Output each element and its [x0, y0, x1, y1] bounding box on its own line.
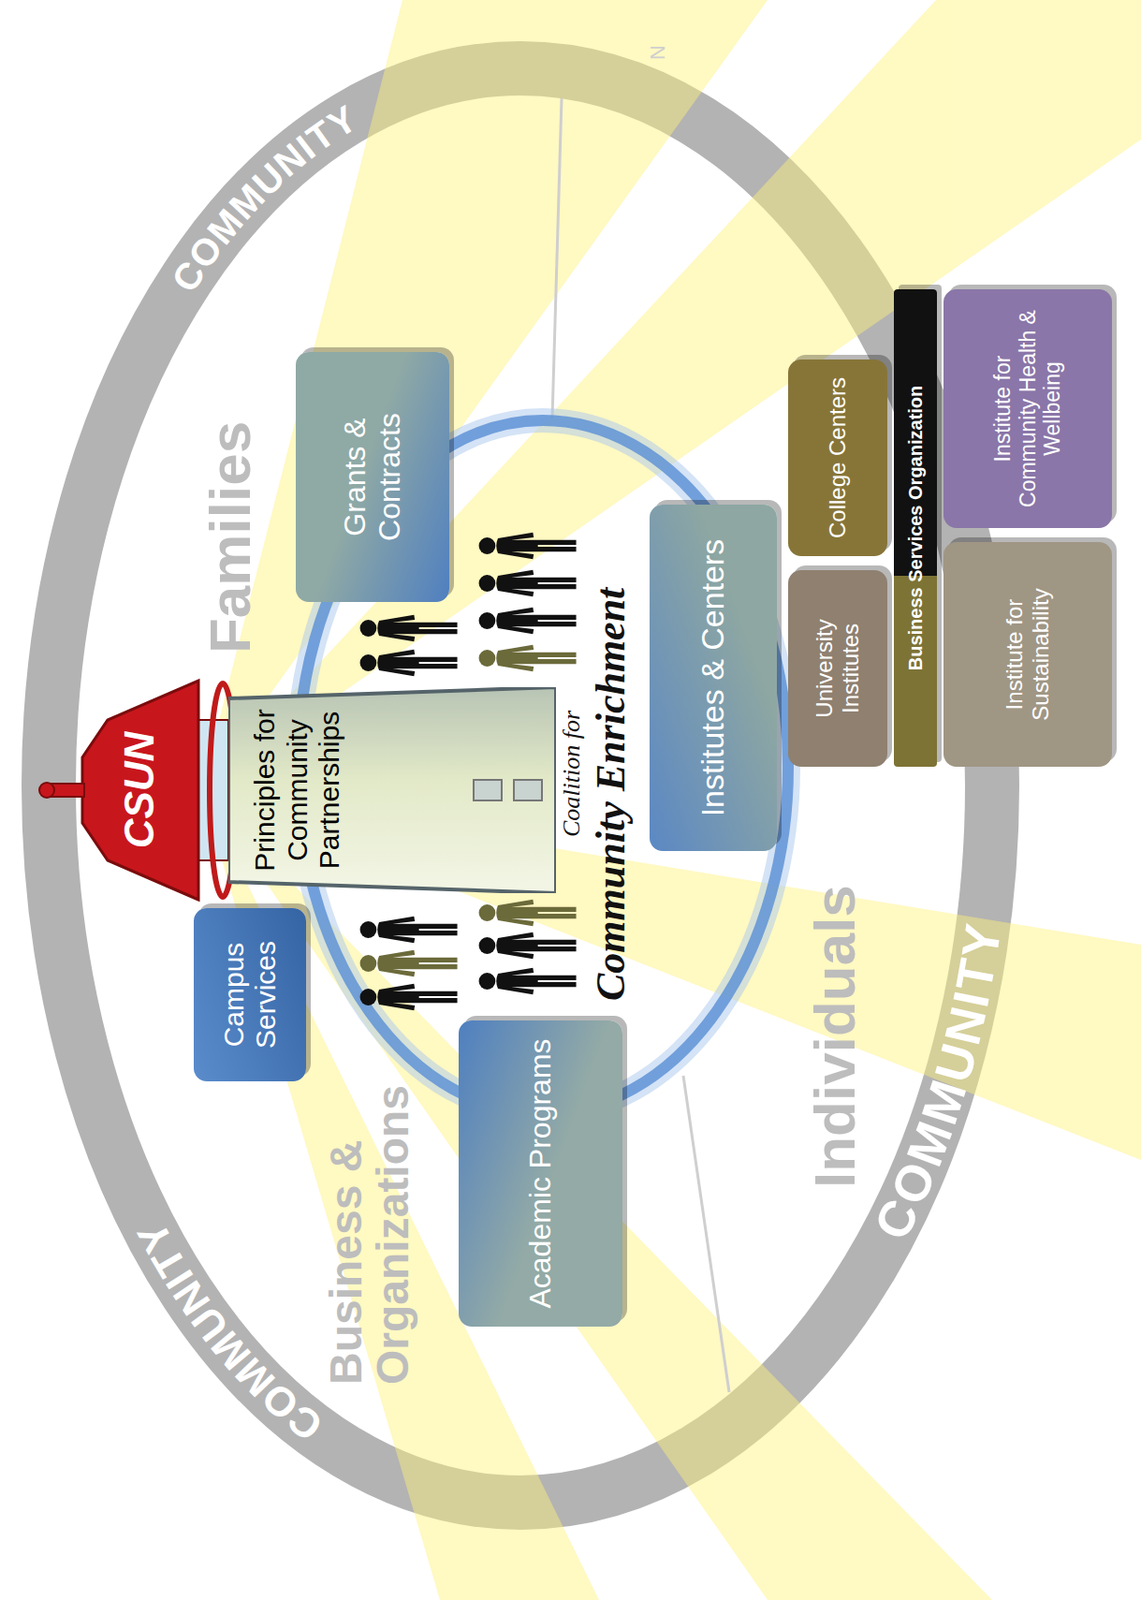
- region-label: Business & Organizations: [322, 1066, 418, 1385]
- box-text: Institutes & Centers: [694, 515, 732, 840]
- region-label: Individuals: [801, 884, 868, 1188]
- ring-label: COMMUNITY: [863, 918, 1012, 1248]
- service-box: Institutes & Centers: [649, 504, 777, 851]
- people-silhouette-part: [479, 967, 577, 995]
- people-silhouette-part: [479, 899, 577, 926]
- people-silhouette-part: [360, 649, 458, 676]
- people-silhouette-part: [479, 607, 577, 634]
- divider-line-part: [683, 1075, 730, 1392]
- light-beam: [201, 0, 1141, 1600]
- tower-window: [513, 779, 542, 801]
- people-silhouette-part: [360, 950, 458, 977]
- box-text: Academic Programs: [523, 1031, 558, 1316]
- ring-label: COMMUNITY: [163, 96, 366, 299]
- logo-text: CSUN: [116, 719, 164, 861]
- box-text: Grants & Contracts: [337, 363, 408, 591]
- people-silhouette-part: [360, 916, 458, 943]
- people-silhouette-part: [360, 614, 458, 642]
- box-text: Campus Services: [218, 919, 283, 1070]
- compass-letter: N: [645, 44, 670, 60]
- tower-text: Principles for Community Partnerships: [248, 698, 347, 882]
- service-box: Grants & Contracts: [295, 351, 450, 602]
- region-label: Families: [196, 421, 264, 654]
- divider-line-part: [552, 98, 562, 419]
- people-silhouette-part: [479, 570, 577, 597]
- people-silhouette-part: [479, 644, 577, 672]
- ring-label-path: COMMUNITY: [126, 1213, 331, 1450]
- lighthouse-tower: Principles for Community Partnerships: [228, 687, 556, 893]
- box-text: Institute for Sustainability: [1001, 553, 1054, 756]
- tower-shape: [228, 687, 556, 893]
- box-text: Business Services Organization: [905, 300, 927, 756]
- slogan-text: Coalition for: [557, 710, 586, 837]
- ring-text: COMMUNITY COMMUNITY COMMUNITY: [126, 96, 1011, 1450]
- unit-box: Institute for Sustainability: [943, 541, 1112, 767]
- box-text: College Centers: [824, 370, 851, 545]
- lighthouse-top: [39, 680, 254, 900]
- ring-label-path: COMMUNITY: [863, 918, 1012, 1248]
- slogan-text: Community Enrichment: [587, 587, 636, 1001]
- organization-band: Business Services Organization: [893, 289, 937, 767]
- box-text: Institute for Community Health & Wellbei…: [990, 300, 1065, 517]
- tower-window: [473, 779, 502, 801]
- lighthouse-top-part: [82, 680, 199, 900]
- unit-box: University Institutes: [788, 570, 888, 767]
- unit-box: College Centers: [788, 359, 888, 556]
- people-silhouette-part: [479, 532, 577, 559]
- ring-label: COMMUNITY: [126, 1213, 331, 1450]
- people-silhouette-part: [360, 983, 458, 1010]
- people-silhouette-part: [479, 932, 577, 959]
- box-text: University Institutes: [811, 581, 864, 756]
- unit-box: Institute for Community Health & Wellbei…: [943, 289, 1112, 528]
- service-box: Campus Services: [193, 907, 307, 1082]
- lighthouse-top-part: [39, 782, 55, 798]
- service-box: Academic Programs: [458, 1020, 623, 1327]
- ring-label-path: COMMUNITY: [163, 96, 366, 299]
